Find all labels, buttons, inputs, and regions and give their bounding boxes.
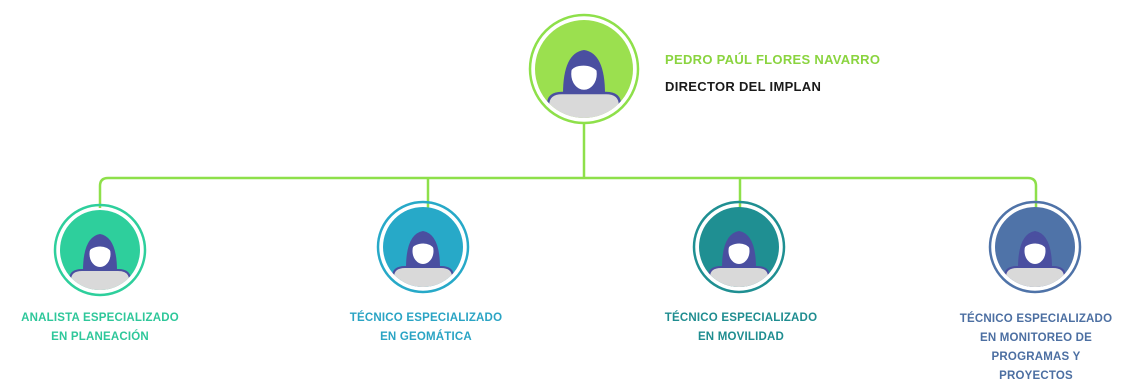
- person-avatar-icon: [692, 200, 786, 294]
- label-line: EN PLANEACIÓN: [51, 331, 149, 343]
- subordinate-3-avatar: [692, 200, 786, 294]
- label-line: EN MOVILIDAD: [697, 331, 785, 343]
- director-name: PEDRO PAÚL FLORES NAVARRO: [665, 52, 881, 67]
- person-avatar-icon: [988, 200, 1082, 294]
- org-chart: PEDRO PAÚL FLORES NAVARRO DIRECTOR DEL I…: [0, 12, 1112, 382]
- label-line: ANALISTA ESPECIALIZADO: [21, 312, 179, 324]
- subordinate-4-label: TÉCNICO ESPECIALIZADO EN MONITOREO DE PR…: [926, 310, 1129, 386]
- subordinate-1-avatar: [53, 203, 147, 297]
- label-line: PROGRAMAS Y: [991, 351, 1081, 363]
- label-line: EN GEOMÁTICA: [380, 331, 472, 343]
- connector-horizontal: [98, 176, 1038, 208]
- subordinate-3-label: TÉCNICO ESPECIALIZADO EN MOVILIDAD: [631, 309, 851, 347]
- person-avatar-icon: [53, 203, 147, 297]
- label-line: TÉCNICO ESPECIALIZADO: [349, 312, 503, 324]
- connector-lines: [98, 122, 1038, 208]
- person-avatar-icon: [528, 13, 640, 125]
- label-line: PROYECTOS: [999, 370, 1073, 382]
- director-avatar: [527, 12, 641, 126]
- director-title: DIRECTOR DEL IMPLAN: [665, 79, 822, 94]
- subordinate-1-label: ANALISTA ESPECIALIZADO EN PLANEACIÓN: [0, 309, 210, 347]
- person-avatar-icon: [376, 200, 470, 294]
- label-line: TÉCNICO ESPECIALIZADO: [664, 312, 818, 324]
- subordinate-2-avatar: [376, 200, 470, 294]
- subordinate-2-label: TÉCNICO ESPECIALIZADO EN GEOMÁTICA: [316, 309, 536, 347]
- subordinate-4-avatar: [988, 200, 1082, 294]
- label-line: EN MONITOREO DE: [979, 332, 1093, 344]
- label-line: TÉCNICO ESPECIALIZADO: [959, 313, 1113, 325]
